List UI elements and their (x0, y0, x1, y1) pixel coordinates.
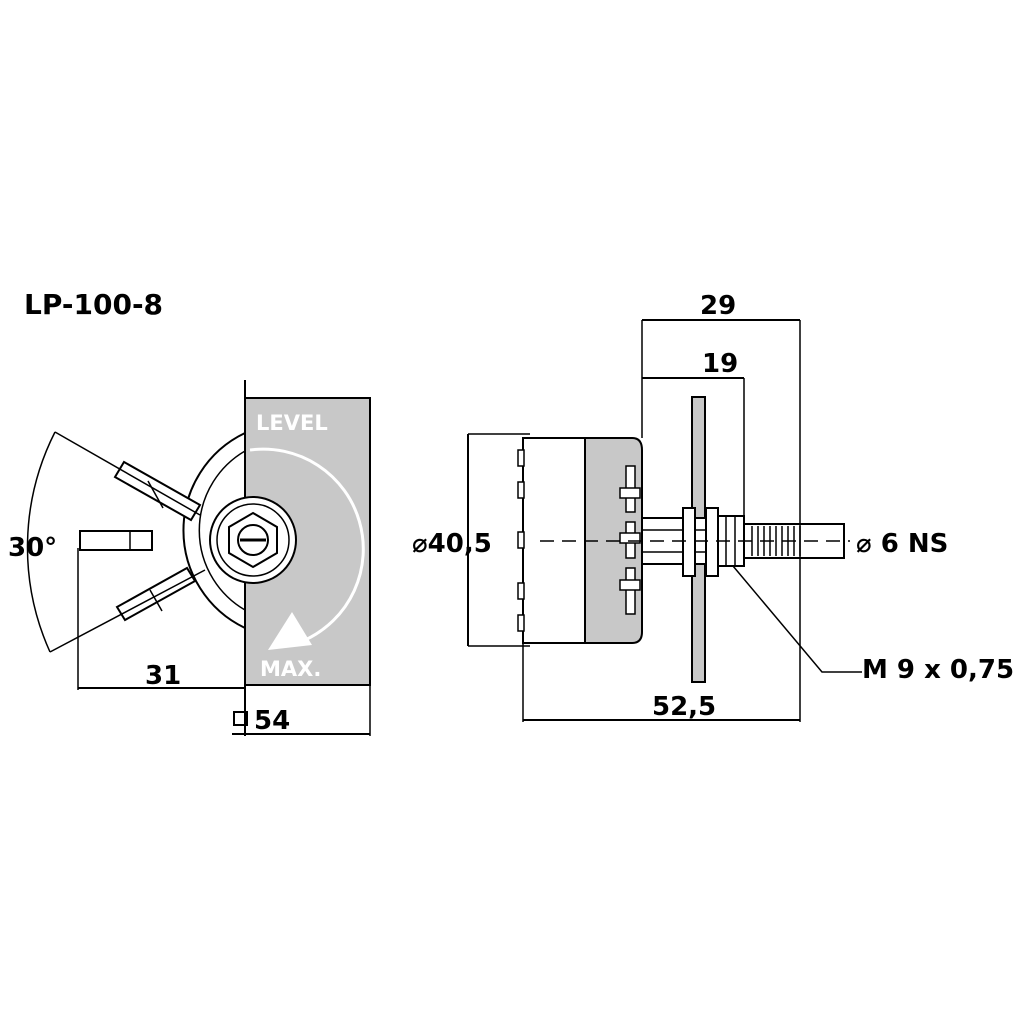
max-triangle-icon (268, 612, 312, 650)
angle-arc (26, 431, 56, 653)
square-symbol (233, 711, 248, 726)
dim-19-label: 19 (702, 349, 738, 379)
dim-29-label: 29 (700, 291, 736, 321)
terminal-mid (79, 530, 153, 551)
angle-ray-bottom (49, 569, 206, 653)
dim-thread-label: M 9 x 0,75 (862, 655, 1014, 685)
thread-leader (732, 565, 862, 673)
nut-left (682, 507, 696, 577)
level-arc (249, 447, 365, 642)
front-body-inner (198, 450, 246, 611)
plate-label-max: MAX. (260, 657, 321, 681)
angle-label: 30° (8, 533, 57, 563)
angle-ray-top (54, 431, 201, 516)
dim-31-label: 31 (145, 661, 181, 691)
side-view: 29 19 ⌀40,5 52,5 ⌀ 6 NS M 9 x 0,75 (412, 291, 1014, 722)
front-view: LEVEL MAX. 30 (8, 380, 371, 736)
front-collar-inner (216, 503, 290, 577)
dim-40-5-label: ⌀40,5 (412, 529, 492, 559)
nut-right (705, 507, 719, 577)
dim-shaft-label: ⌀ 6 NS (856, 529, 948, 559)
terminal-bottom (115, 566, 197, 622)
plate-label-level: LEVEL (256, 411, 328, 435)
front-body-outer (182, 432, 246, 629)
dim-52-5-label: 52,5 (652, 692, 716, 722)
dim-54-label: 54 (254, 706, 290, 736)
model-title: LP-100-8 (24, 288, 163, 321)
